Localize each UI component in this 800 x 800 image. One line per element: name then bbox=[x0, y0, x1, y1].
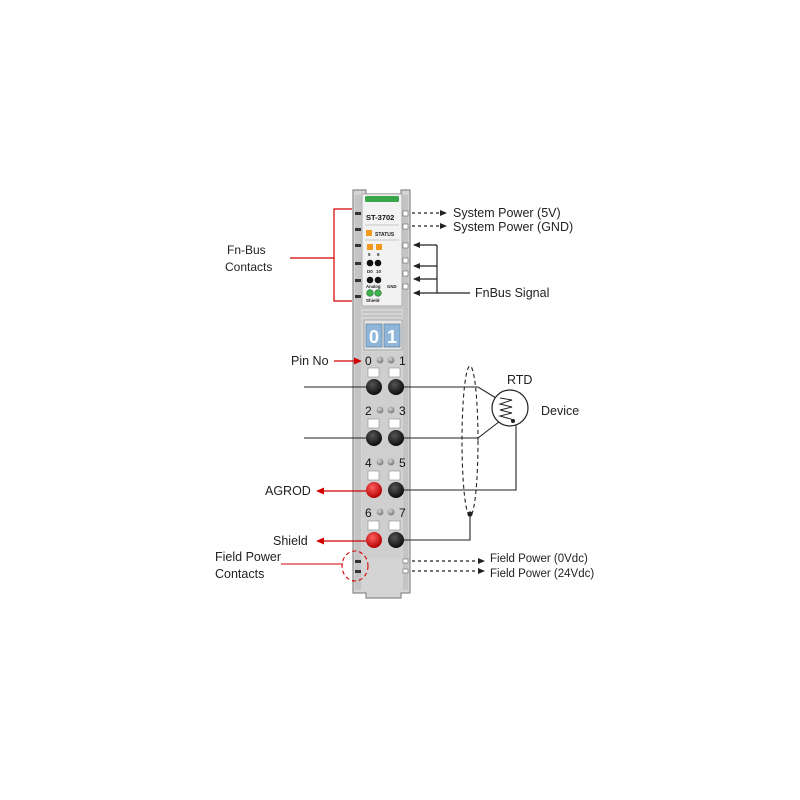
screw-dot bbox=[376, 356, 384, 364]
channel-led-1 bbox=[376, 244, 382, 250]
pin-no-label: Pin No bbox=[291, 354, 329, 368]
terminal-hole-5[interactable] bbox=[388, 482, 404, 498]
system-power-arrows bbox=[412, 210, 447, 229]
terminal-hole-4-agrod[interactable] bbox=[366, 482, 382, 498]
screw-dot bbox=[387, 356, 395, 364]
system-power-gnd-label: System Power (GND) bbox=[453, 220, 573, 234]
pin-number-5: 5 bbox=[399, 456, 406, 470]
field-power-contacts-circle bbox=[341, 550, 369, 582]
led-dot-b bbox=[374, 259, 382, 267]
shield-led-b bbox=[374, 289, 382, 297]
led-dot-d bbox=[374, 276, 382, 284]
led-dot-a bbox=[366, 259, 374, 267]
pin-number-6: 6 bbox=[365, 506, 372, 520]
channel-led-0 bbox=[367, 244, 373, 250]
device-label: Device bbox=[541, 404, 579, 418]
led-label-d0: D0 bbox=[367, 269, 373, 274]
channel-digit-1: 1 bbox=[387, 327, 397, 347]
terminal-rows: 0 1 2 3 4 5 6 7 bbox=[365, 354, 406, 548]
fn-bus-contact-pins bbox=[355, 212, 361, 298]
field-power-24v-label: Field Power (24Vdc) bbox=[490, 568, 594, 580]
status-led bbox=[366, 230, 372, 236]
status-label: STATUS bbox=[375, 232, 395, 238]
rtd-device-symbol bbox=[491, 389, 529, 427]
left-rail bbox=[355, 195, 361, 590]
fn-bus-contacts-label-line1: Fn-Bus bbox=[227, 243, 266, 257]
fnbus-signal-arrows bbox=[413, 242, 470, 296]
fn-bus-contacts-callout bbox=[290, 208, 352, 302]
system-bus-tabs bbox=[402, 210, 409, 290]
field-power-contacts-label-line2: Contacts bbox=[215, 567, 264, 581]
led-label-5: 5 bbox=[368, 252, 371, 257]
fn-bus-contacts-label-line2: Contacts bbox=[225, 260, 272, 274]
led-label-10: 10 bbox=[376, 269, 382, 274]
pin-number-7: 7 bbox=[399, 506, 406, 520]
screw-dot bbox=[387, 508, 395, 516]
shield-label: Shield bbox=[273, 534, 308, 548]
screw-dot bbox=[376, 508, 384, 516]
terminal-hole-1[interactable] bbox=[388, 379, 404, 395]
terminal-hole-6-shield[interactable] bbox=[366, 532, 382, 548]
pin-number-3: 3 bbox=[399, 404, 406, 418]
field-power-contacts-label-line1: Field Power bbox=[215, 550, 281, 564]
right-rail bbox=[403, 195, 408, 590]
terminal-hole-7[interactable] bbox=[388, 532, 404, 548]
led-dot-c bbox=[366, 276, 374, 284]
screw-dot bbox=[387, 458, 395, 466]
screw-dot bbox=[376, 406, 384, 414]
terminal-hole-0[interactable] bbox=[366, 379, 382, 395]
rtd-wiring bbox=[304, 386, 517, 541]
led-label-6: 6 bbox=[377, 252, 380, 257]
channel-digit-0: 0 bbox=[369, 327, 379, 347]
module-model: ST-3702 bbox=[366, 213, 394, 222]
led-label-shield: Shield bbox=[366, 298, 380, 303]
rtd-label: RTD bbox=[507, 373, 532, 387]
field-power-arrows bbox=[412, 558, 485, 574]
pin-number-2: 2 bbox=[365, 404, 372, 418]
agrod-label: AGROD bbox=[265, 484, 311, 498]
shield-junction-dot bbox=[467, 511, 473, 517]
screw-dot bbox=[376, 458, 384, 466]
led-label-analog: Analog bbox=[366, 284, 381, 289]
shield-led-a bbox=[366, 289, 374, 297]
led-label-gnd: GND bbox=[387, 284, 397, 289]
pin-number-1: 1 bbox=[399, 354, 406, 368]
pin-number-4: 4 bbox=[365, 456, 372, 470]
field-power-contact-pins bbox=[355, 560, 361, 573]
fnbus-signal-label: FnBus Signal bbox=[475, 286, 549, 300]
top-green-stripe bbox=[365, 196, 399, 202]
system-power-5v-label: System Power (5V) bbox=[453, 206, 561, 220]
field-power-0v-label: Field Power (0Vdc) bbox=[490, 553, 588, 565]
shield-cable-ellipse bbox=[461, 365, 479, 517]
terminal-hole-2[interactable] bbox=[366, 430, 382, 446]
terminal-hole-3[interactable] bbox=[388, 430, 404, 446]
pin-number-0: 0 bbox=[365, 354, 372, 368]
screw-dot bbox=[387, 406, 395, 414]
